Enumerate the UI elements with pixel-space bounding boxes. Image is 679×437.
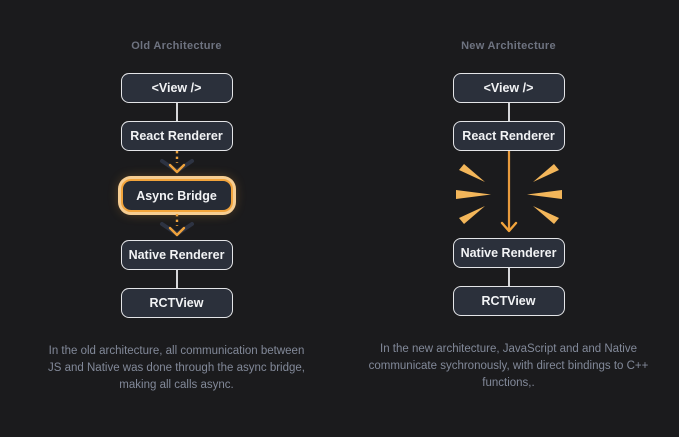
old-connector-view-react bbox=[175, 103, 178, 121]
new-react-renderer-node: React Renderer bbox=[452, 121, 565, 151]
old-view-node: <View /> bbox=[120, 73, 233, 103]
async-bridge-node: Async Bridge bbox=[120, 179, 233, 212]
new-connector-native-rctview bbox=[507, 268, 510, 286]
old-architecture-caption: In the old architecture, all communicati… bbox=[48, 345, 305, 391]
new-rctview-node: RCTView bbox=[452, 286, 565, 316]
new-native-renderer-node: Native Renderer bbox=[452, 238, 565, 268]
new-connector-view-react bbox=[507, 103, 510, 121]
dashed-async-arrow-icon bbox=[159, 214, 194, 237]
sync-arrow-spark-burst-icon bbox=[455, 151, 562, 233]
old-connector-native-rctview bbox=[175, 270, 178, 288]
new-architecture-column: New Architecture <View /> React Renderer… bbox=[339, 0, 678, 437]
new-view-node: <View /> bbox=[452, 73, 565, 103]
old-architecture-column: Old Architecture <View /> React Renderer… bbox=[0, 0, 339, 437]
old-react-renderer-node: React Renderer bbox=[120, 121, 233, 151]
new-architecture-caption: In the new architecture, JavaScript and … bbox=[368, 343, 649, 389]
new-architecture-title: New Architecture bbox=[461, 40, 556, 52]
old-rctview-node: RCTView bbox=[120, 288, 233, 318]
old-architecture-title: Old Architecture bbox=[131, 40, 222, 52]
old-native-renderer-node: Native Renderer bbox=[120, 240, 233, 270]
dashed-async-arrow-icon bbox=[159, 151, 194, 174]
